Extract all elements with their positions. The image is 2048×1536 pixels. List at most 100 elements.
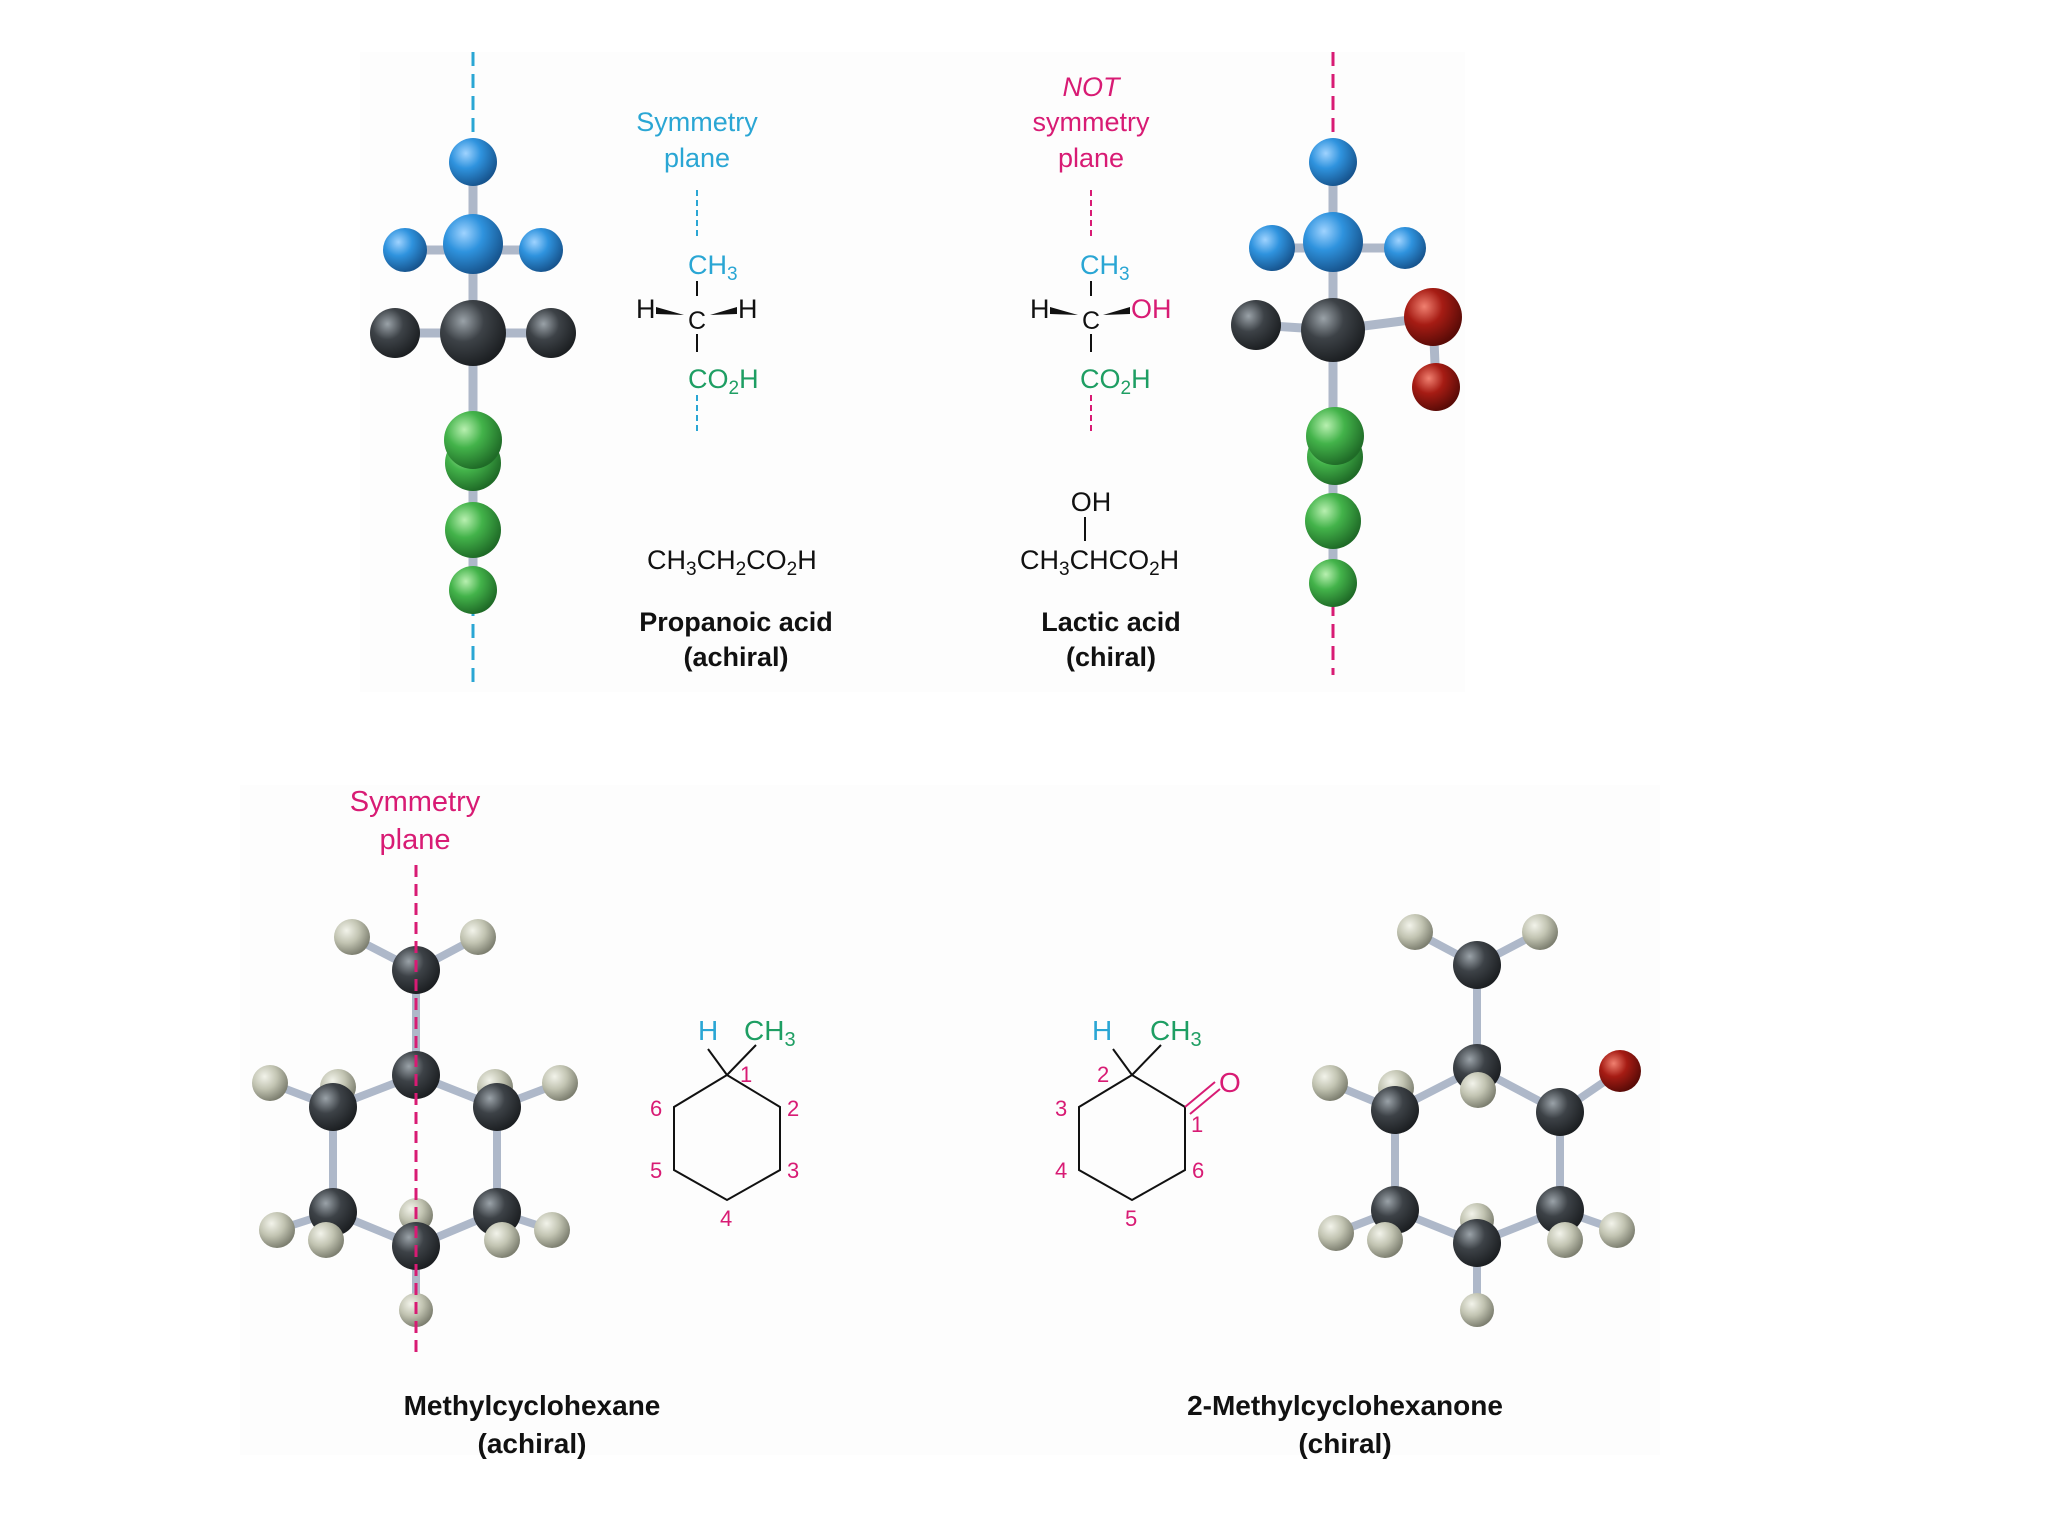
- carbon-atom: [1453, 1219, 1501, 1267]
- compound-name: Propanoic acid: [639, 607, 833, 637]
- fluorine-atom: [519, 228, 563, 272]
- hydrogen-atom: [1599, 1212, 1635, 1248]
- fluorine-atom: [449, 138, 497, 186]
- ring-number: 6: [1192, 1158, 1204, 1183]
- not-symmetry-plane-label: plane: [1058, 143, 1124, 173]
- chirality-note: (chiral): [1066, 642, 1156, 672]
- lactic-acid-model: [1231, 52, 1462, 675]
- ch3-group: CH3: [1150, 1015, 1202, 1051]
- methylcyclohexane-model: Symmetry plane: [252, 786, 578, 1358]
- green-atom: [1309, 559, 1357, 607]
- symmetry-plane-label: Symmetry: [350, 786, 481, 818]
- carbon-atom: [1231, 300, 1281, 350]
- carbon-label: C: [688, 307, 706, 335]
- hydrogen-atom: [1522, 914, 1558, 950]
- fluorine-atom: [1309, 138, 1357, 186]
- carbon-atom: [1536, 1088, 1584, 1136]
- methylcyclohexanone-model: [1312, 914, 1641, 1327]
- ring-number: 4: [720, 1206, 732, 1231]
- hydrogen-atom: [542, 1065, 578, 1101]
- hydrogen-atom: [484, 1222, 520, 1258]
- chirality-note: (achiral): [478, 1428, 587, 1459]
- hydrogen-atom: [334, 919, 370, 955]
- not-label: NOT: [1063, 72, 1123, 102]
- hydrogen-atom: [252, 1065, 288, 1101]
- carbon-atom: [1453, 941, 1501, 989]
- bottom-panel: [240, 785, 1660, 1455]
- hydrogen-atom: [1460, 1072, 1496, 1108]
- oxygen-label: O: [1219, 1067, 1241, 1098]
- hydrogen-atom: [308, 1222, 344, 1258]
- compound-name: Methylcyclohexane: [404, 1390, 661, 1421]
- co2h-group: CO2H: [1080, 364, 1151, 399]
- propanoic-acid-formula: Symmetry plane CH3 H C H CO2H CH3CH2CO2H…: [636, 107, 833, 672]
- oxygen-atom: [1599, 1050, 1641, 1092]
- carbon-atom: [1371, 1086, 1419, 1134]
- compound-name: Lactic acid: [1041, 607, 1181, 637]
- compound-name: 2-Methylcyclohexanone: [1187, 1390, 1503, 1421]
- ring-number: 4: [1055, 1158, 1067, 1183]
- ring-number: 1: [740, 1062, 752, 1087]
- green-atom: [449, 566, 497, 614]
- h-atom-label: H: [738, 294, 758, 324]
- not-symmetry-plane-label: symmetry: [1033, 107, 1150, 137]
- fluorine-atom: [383, 228, 427, 272]
- hydrogen-atom: [460, 919, 496, 955]
- carbon-atom: [1303, 212, 1363, 272]
- oxygen-atom: [1404, 288, 1462, 346]
- hydrogen-atom: [1367, 1222, 1403, 1258]
- carbon-atom: [526, 308, 576, 358]
- ring-number: 6: [650, 1096, 662, 1121]
- symmetry-plane-label: Symmetry: [636, 107, 758, 137]
- hydrogen-atom: [1312, 1065, 1348, 1101]
- ring-number: 3: [787, 1158, 799, 1183]
- oh-group: OH: [1131, 294, 1172, 324]
- h-atom-label: H: [698, 1015, 718, 1046]
- symmetry-plane-label: plane: [380, 824, 451, 856]
- carbon-atom: [1536, 1186, 1584, 1234]
- hydrogen-atom: [1547, 1222, 1583, 1258]
- ch3-group: CH3: [1080, 250, 1130, 285]
- h-atom-label: H: [1030, 294, 1050, 324]
- ring-number: 2: [787, 1096, 799, 1121]
- fluorine-atom: [1249, 225, 1295, 271]
- hydrogen-atom: [534, 1212, 570, 1248]
- green-atom: [1306, 407, 1364, 465]
- top-panel: [360, 52, 1465, 692]
- h-atom-label: H: [636, 294, 656, 324]
- chirality-note: (achiral): [683, 642, 788, 672]
- hydrogen-atom: [259, 1212, 295, 1248]
- hydrogen-atom: [1318, 1215, 1354, 1251]
- carbon-atom: [370, 308, 420, 358]
- h-atom-label: H: [1092, 1015, 1112, 1046]
- green-atom: [445, 502, 501, 558]
- carbon-label: C: [1082, 307, 1100, 335]
- ch3-group: CH3: [744, 1015, 796, 1051]
- lactic-acid-formula: NOT symmetry plane CH3 H C OH CO2H OH CH…: [1020, 72, 1181, 672]
- ring-number: 1: [1191, 1112, 1203, 1137]
- carbon-atom: [473, 1083, 521, 1131]
- carbon-atom: [440, 300, 506, 366]
- chirality-note: (chiral): [1298, 1428, 1391, 1459]
- ch3-group: CH3: [688, 250, 738, 285]
- ring-number: 2: [1097, 1062, 1109, 1087]
- oxygen-atom: [1412, 363, 1460, 411]
- ring-number: 5: [650, 1158, 662, 1183]
- green-atom: [1305, 493, 1361, 549]
- hydrogen-atom: [1397, 914, 1433, 950]
- ring-number: 5: [1125, 1206, 1137, 1231]
- condensed-formula: CH3CH2CO2H: [647, 545, 817, 580]
- propanoic-acid-model: [370, 52, 576, 690]
- carbon-atom: [443, 214, 503, 274]
- co2h-group: CO2H: [688, 364, 759, 399]
- symmetry-plane-label: plane: [664, 143, 730, 173]
- green-atom: [444, 411, 502, 469]
- methylcyclohexanone-structure: O H CH3 2 1 6 5 4 3 2-Methylcyclohexanon…: [1055, 1015, 1503, 1459]
- fluorine-atom: [1384, 227, 1426, 269]
- carbon-atom: [1371, 1186, 1419, 1234]
- ring-number: 3: [1055, 1096, 1067, 1121]
- condensed-formula: CH3CHCO2H: [1020, 545, 1179, 580]
- methylcyclohexane-structure: H CH3 1 2 3 4 5 6 Methylcyclohexane (ach…: [404, 1015, 800, 1459]
- carbon-atom: [309, 1083, 357, 1131]
